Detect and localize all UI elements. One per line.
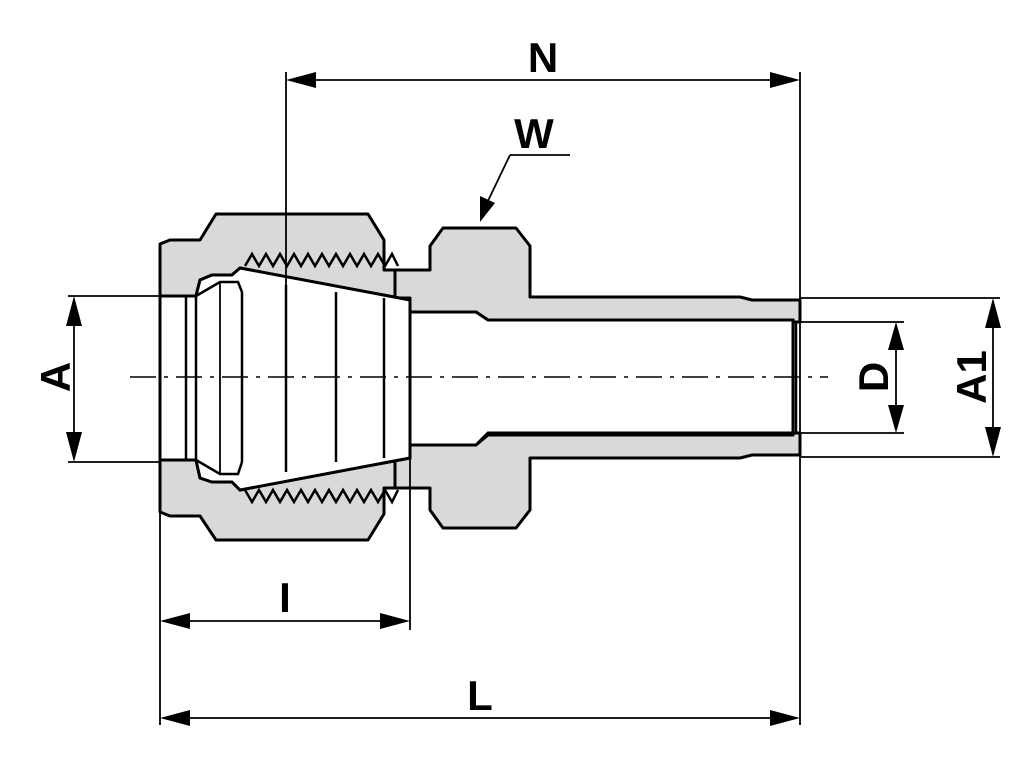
body-upper-section (393, 226, 802, 324)
dimension-label-l: L (467, 672, 493, 719)
dimension-label-n: N (528, 34, 558, 81)
dimension-d: D (800, 321, 904, 434)
dimension-w: W (480, 110, 570, 222)
thread-upper (243, 251, 400, 269)
body-bore (408, 310, 795, 447)
dimension-n: N (285, 34, 801, 725)
dimension-label-a: A (32, 362, 79, 392)
dimension-a: A (32, 295, 160, 463)
dimension-label-i: I (279, 574, 291, 621)
dimension-label-w: W (514, 110, 554, 157)
dimension-label-d: D (850, 362, 897, 392)
ferrule-lines (184, 280, 798, 476)
dimension-label-a1: A1 (948, 350, 995, 404)
dimension-a1: A1 (800, 297, 1001, 458)
body-lower-section (393, 431, 802, 530)
dimension-l: L (160, 672, 800, 726)
thread-lower (243, 487, 400, 505)
dimension-i: I (159, 458, 411, 725)
